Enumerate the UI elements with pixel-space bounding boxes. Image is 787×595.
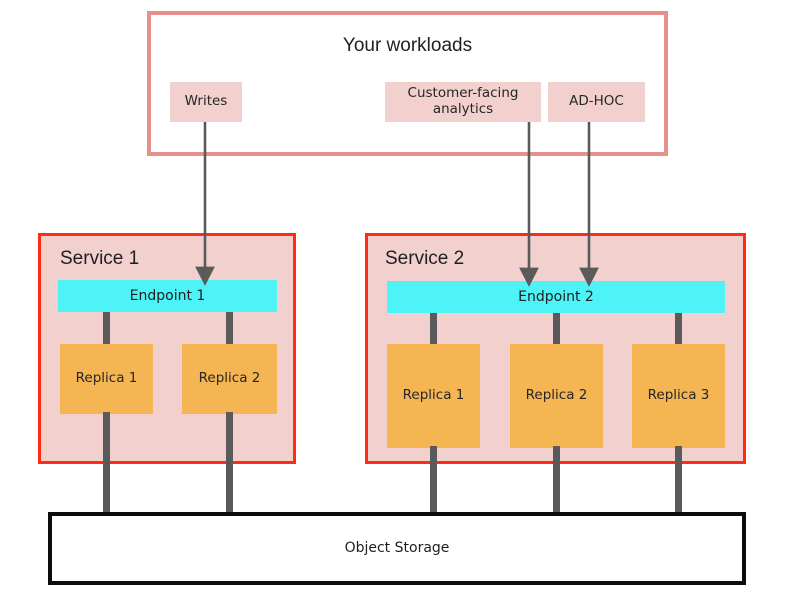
connector-s2-replica1-storage <box>430 446 437 516</box>
workload-chip-writes[interactable]: Writes <box>170 82 242 122</box>
workload-chip-customer-facing-analytics[interactable]: Customer-facing analytics <box>385 82 541 122</box>
service-1-label: Service 1 <box>60 247 140 269</box>
service-1-replica-2[interactable]: Replica 2 <box>182 344 277 414</box>
connector-endpoint2-replica3 <box>675 312 682 346</box>
connector-endpoint2-replica1 <box>430 312 437 346</box>
service-1-replica-1[interactable]: Replica 1 <box>60 344 153 414</box>
connector-s2-replica2-storage <box>553 446 560 516</box>
connector-endpoint1-replica2 <box>226 311 233 346</box>
workloads-title: Your workloads <box>342 34 473 56</box>
service-2-replica-2[interactable]: Replica 2 <box>510 344 603 448</box>
endpoint-2-box[interactable]: Endpoint 2 <box>387 281 725 313</box>
service-2-label: Service 2 <box>385 247 465 269</box>
service-2-replica-3[interactable]: Replica 3 <box>632 344 725 448</box>
endpoint-1-box[interactable]: Endpoint 1 <box>58 280 277 312</box>
workload-chip-ad-hoc[interactable]: AD-HOC <box>548 82 645 122</box>
connector-s1-replica2-storage <box>226 412 233 516</box>
connector-s1-replica1-storage <box>103 412 110 516</box>
connector-s2-replica3-storage <box>675 446 682 516</box>
connector-endpoint2-replica2 <box>553 312 560 346</box>
service-2-replica-1[interactable]: Replica 1 <box>387 344 480 448</box>
connector-endpoint1-replica1 <box>103 311 110 346</box>
object-storage-box[interactable]: Object Storage <box>48 512 746 585</box>
